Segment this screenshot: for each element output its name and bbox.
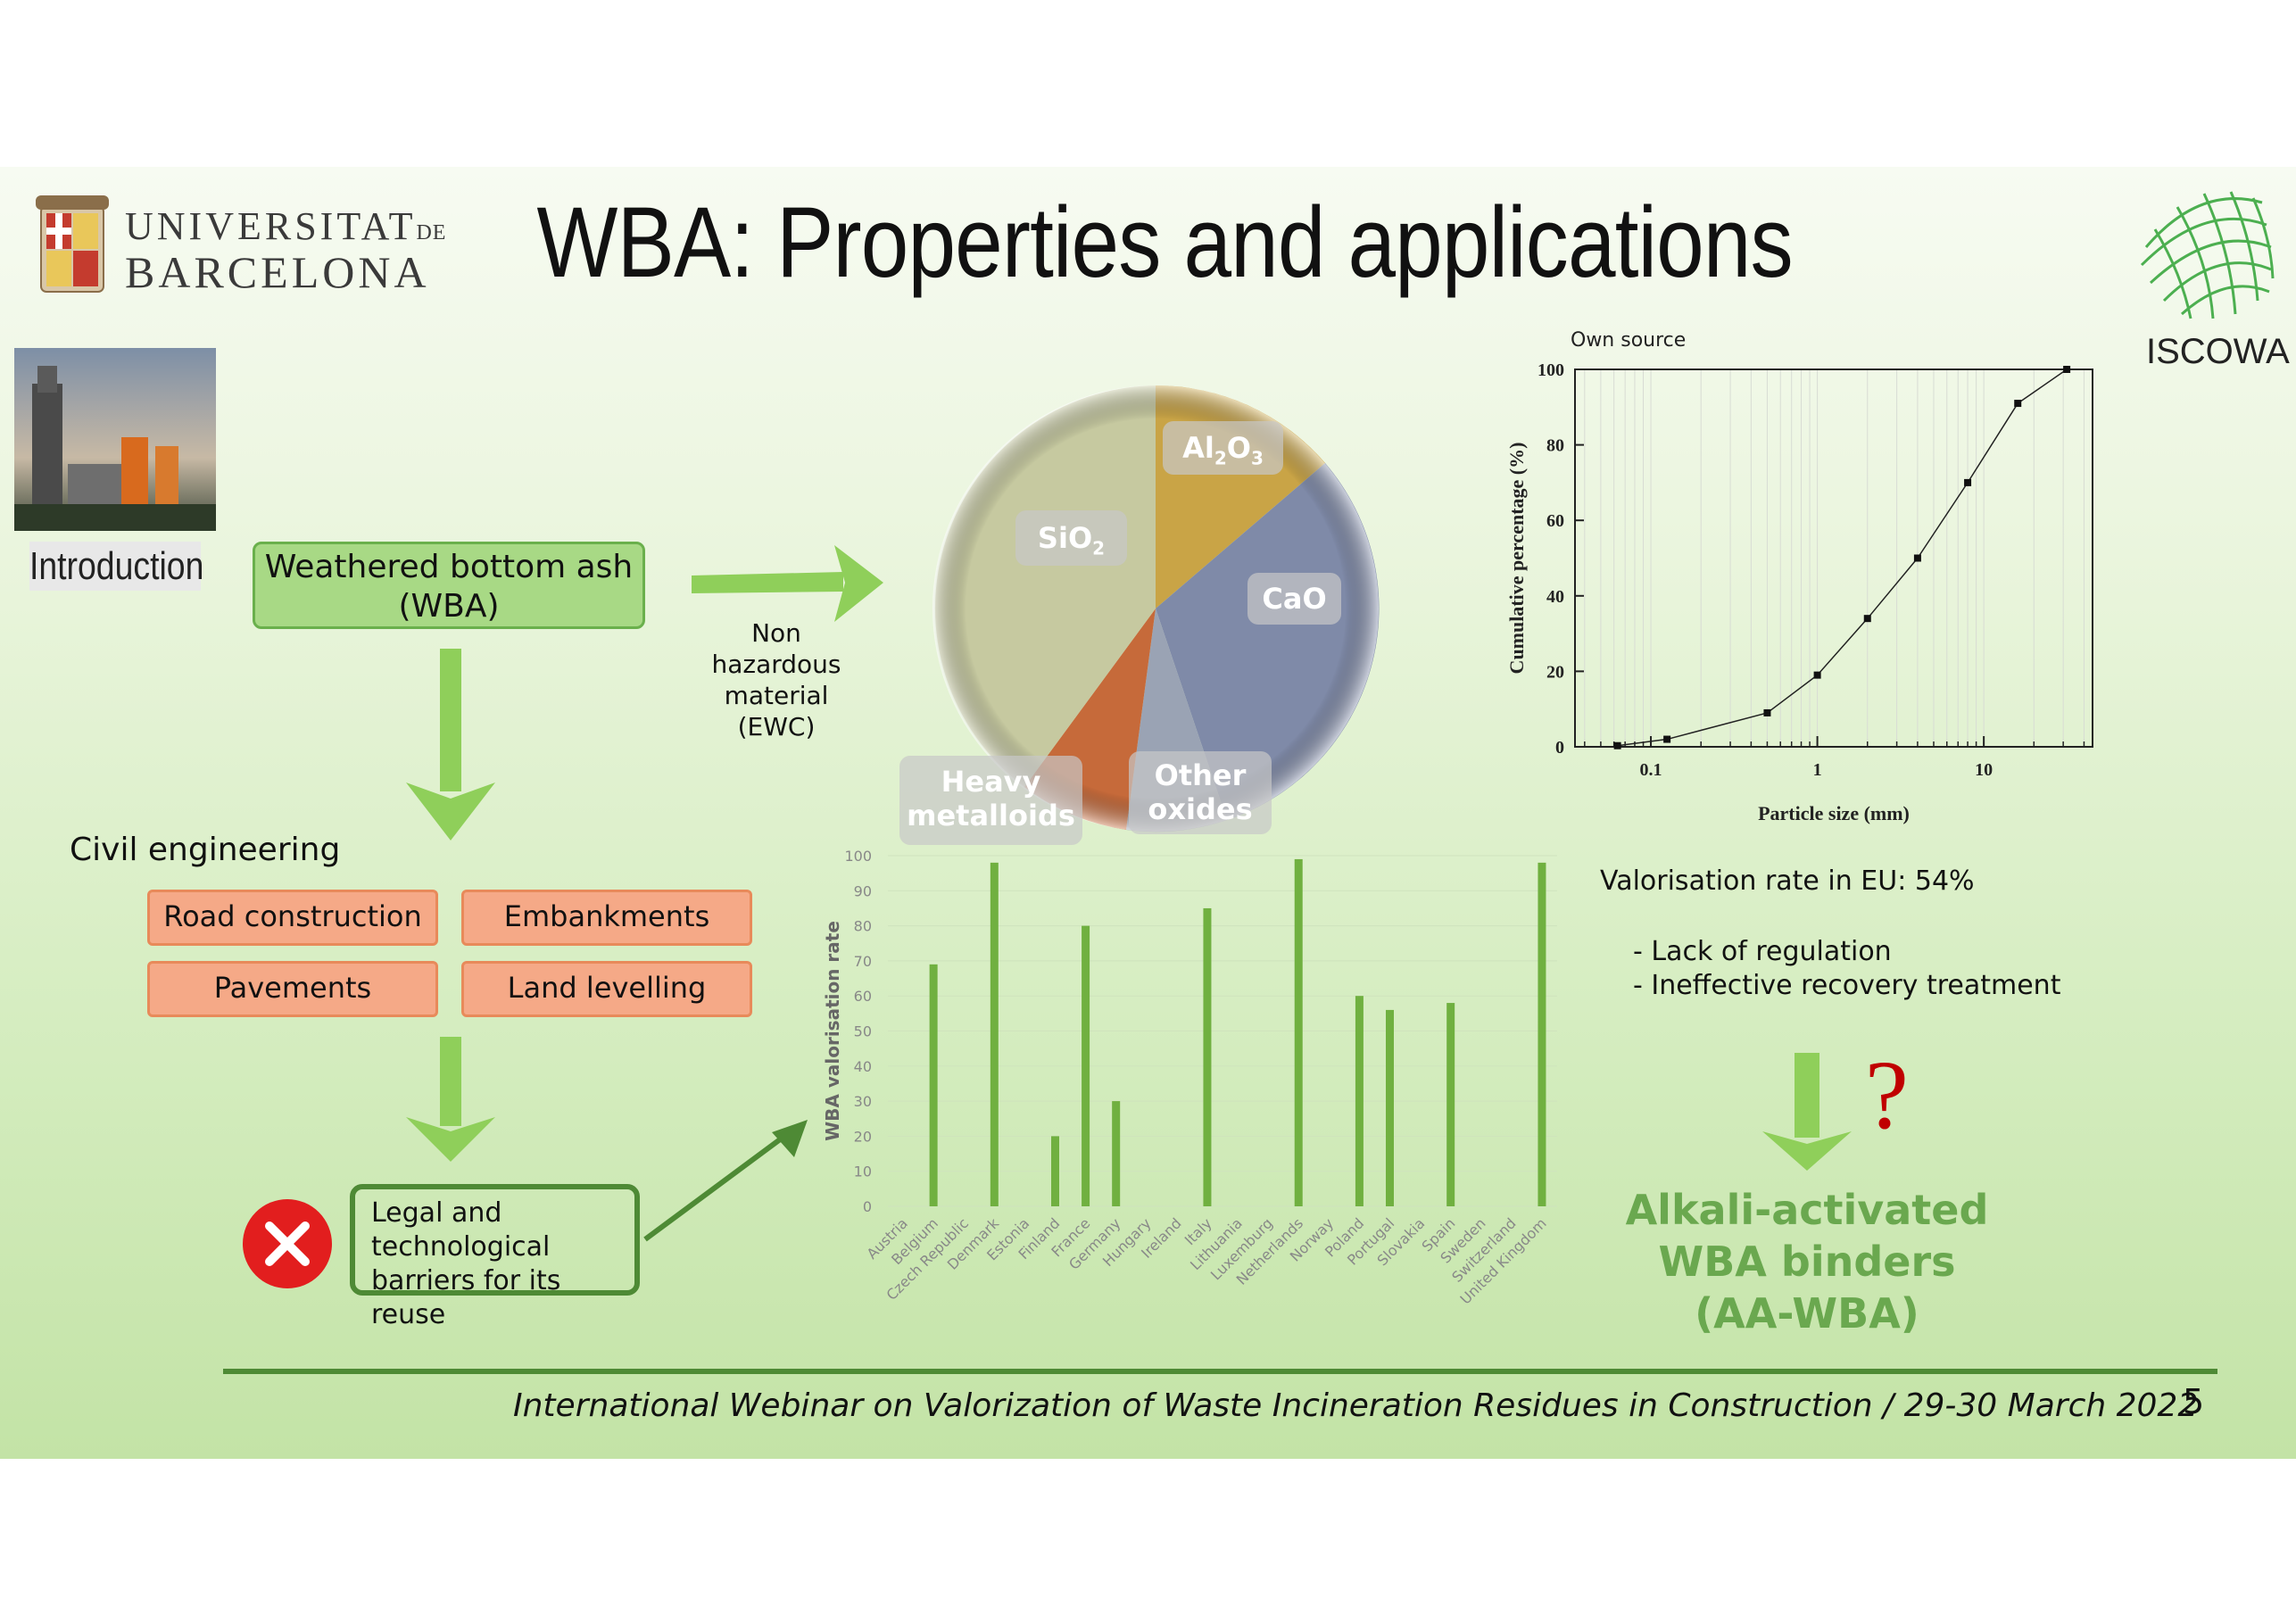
x-axis-label: Particle size (mm) [1758,802,1910,824]
bar [1082,925,1090,1206]
reason-treatment: - Ineffective recovery treatment [1633,970,2061,1001]
y-tick-label: 80 [854,918,872,935]
wba-box: Weathered bottom ash(WBA) [253,542,645,629]
bar [929,964,938,1206]
data-point [1863,615,1871,623]
plot-frame [1574,368,2093,748]
x-tick-label: 0.1 [1640,760,1662,780]
y-axis-label: WBA valorisation rate [822,921,843,1141]
footer-text: International Webinar on Valorization of… [513,1387,2199,1424]
y-tick-label: 60 [854,988,872,1005]
pavements-box: Pavements [147,961,438,1017]
road-construction-box: Road construction [147,890,438,946]
pie-label-al2o3: Al2O3 [1163,421,1283,475]
data-point [1613,741,1621,749]
bar [990,862,999,1206]
arrow-down-icon [406,1037,495,1162]
y-tick-label: 90 [854,882,872,899]
data-point [2063,366,2071,373]
footer-divider [223,1369,2217,1374]
y-tick-label: 20 [854,1128,872,1145]
y-tick-label: 30 [854,1093,872,1110]
arrow-down-icon [406,649,495,840]
bar [1538,862,1546,1206]
y-tick-label: 70 [854,953,872,970]
y-tick-label: 10 [854,1163,872,1180]
valorisation-rate: Valorisation rate in EU: 54% [1600,865,1975,897]
incineration-plant-image [14,348,216,531]
iscowa-logo-text: ISCOWA [2146,332,2290,371]
x-tick-label: 10 [1975,760,1993,780]
pie-label-sio2: SiO2 [1015,510,1127,566]
arrow-down-icon [1762,1053,1852,1171]
question-mark: ? [1865,1040,1909,1149]
data-point [1763,708,1771,716]
data-point [2014,400,2022,408]
bar [1386,1009,1394,1206]
reason-regulation: - Lack of regulation [1633,936,1892,967]
y-tick-label: 40 [854,1058,872,1075]
page-title: WBA: Properties and applications [536,186,1794,298]
y-tick-label: 100 [1538,360,1564,380]
university-shield-icon [36,195,109,293]
slide: UNIVERSITATDE BARCELONA WBA: Properties … [0,167,2296,1459]
introduction-label: Introduction [29,542,203,591]
bar [1203,907,1212,1206]
data-point [1663,735,1671,743]
series-line [1617,368,2068,747]
pie-label-cao: CaO [1247,573,1341,625]
y-tick-label: 80 [1546,436,1564,456]
y-axis-label: Cumulative percentage (%) [1505,443,1528,675]
bar [1355,996,1364,1206]
arrow-right-icon [692,545,883,622]
y-tick-label: 0 [1555,738,1564,758]
bar [1294,858,1303,1206]
data-point [1913,554,1921,562]
y-tick-label: 60 [1546,511,1564,531]
bar [1051,1136,1059,1206]
close-icon [243,1199,332,1288]
y-tick-label: 20 [1546,662,1564,682]
arrow-up-right-icon [643,1120,808,1242]
land-levelling-box: Land levelling [461,961,752,1017]
data-point [1964,478,1972,486]
x-tick-label: 1 [1813,760,1822,780]
data-point [1813,671,1821,679]
y-tick-label: 50 [854,1023,872,1040]
bar [1446,1003,1455,1206]
page-number: 5 [2183,1382,2205,1421]
y-tick-label: 0 [863,1198,872,1215]
iscowa-net-icon [2140,191,2275,319]
y-tick-label: 100 [844,848,872,865]
bar [1112,1101,1121,1206]
curve-source-note: Own source [1571,329,1687,352]
y-tick-label: 40 [1546,587,1564,607]
civil-engineering-heading: Civil engineering [70,832,341,868]
embankments-box: Embankments [461,890,752,946]
university-name: UNIVERSITATDE BARCELONA [125,204,447,297]
